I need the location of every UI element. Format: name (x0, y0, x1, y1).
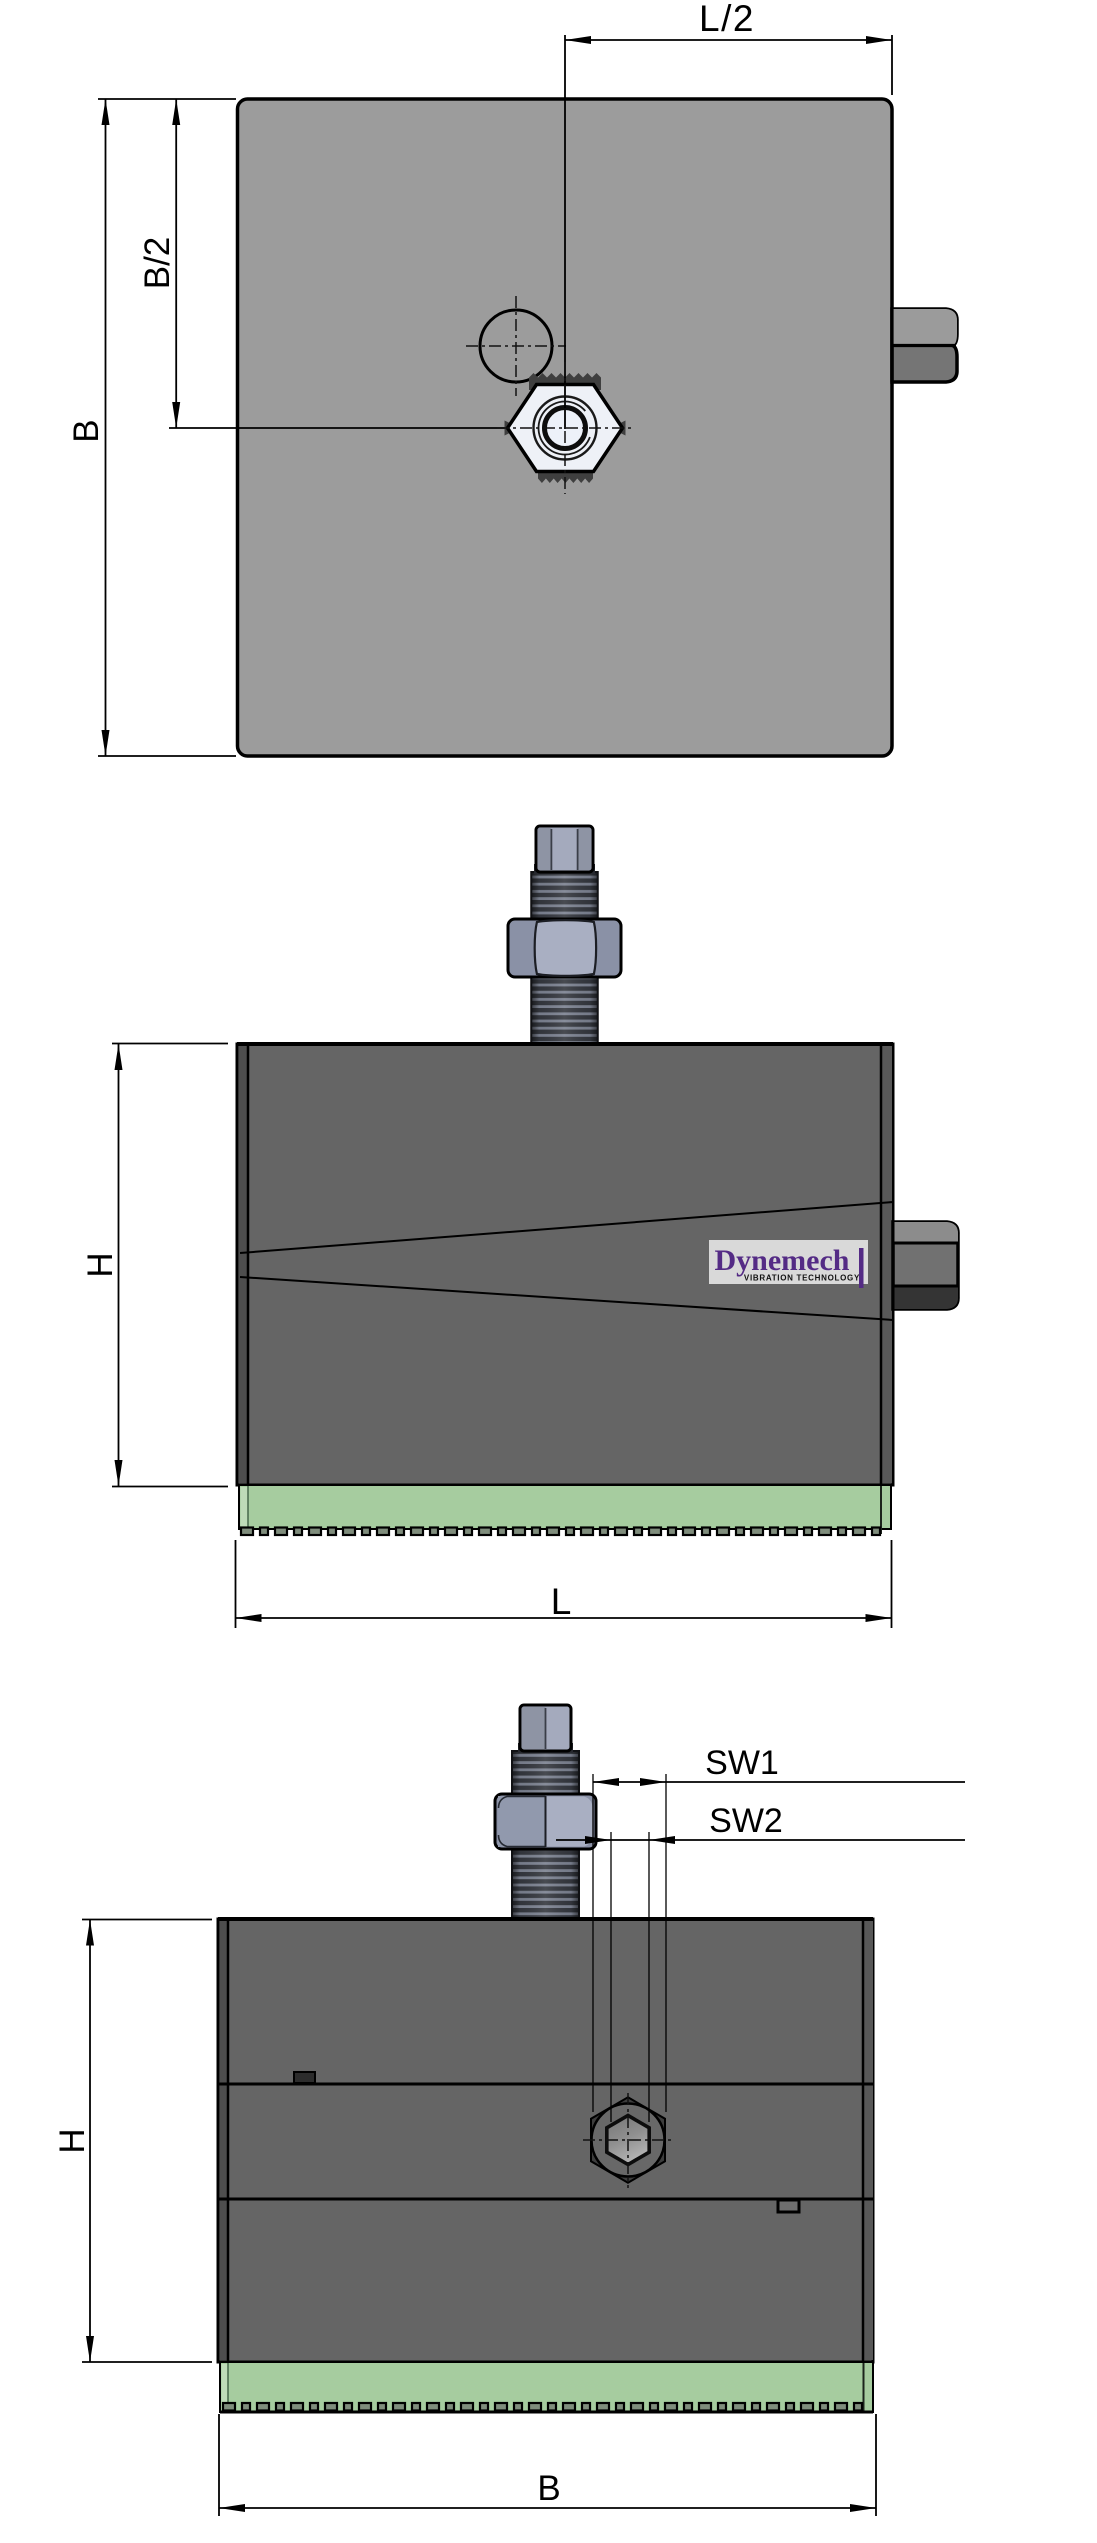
svg-text:SW1: SW1 (705, 1744, 779, 1782)
svg-text:L/2: L/2 (699, 0, 755, 39)
svg-text:B: B (67, 419, 106, 442)
svg-text:SW2: SW2 (709, 1802, 783, 1840)
svg-text:VIBRATION TECHNOLOGY: VIBRATION TECHNOLOGY (744, 1274, 860, 1283)
svg-text:B: B (537, 2469, 560, 2508)
svg-text:Dynemech: Dynemech (715, 1244, 850, 1277)
svg-text:H: H (81, 1252, 120, 1277)
svg-text:L: L (551, 1581, 572, 1622)
svg-text:B/2: B/2 (138, 237, 177, 290)
svg-text:H: H (53, 2128, 92, 2153)
